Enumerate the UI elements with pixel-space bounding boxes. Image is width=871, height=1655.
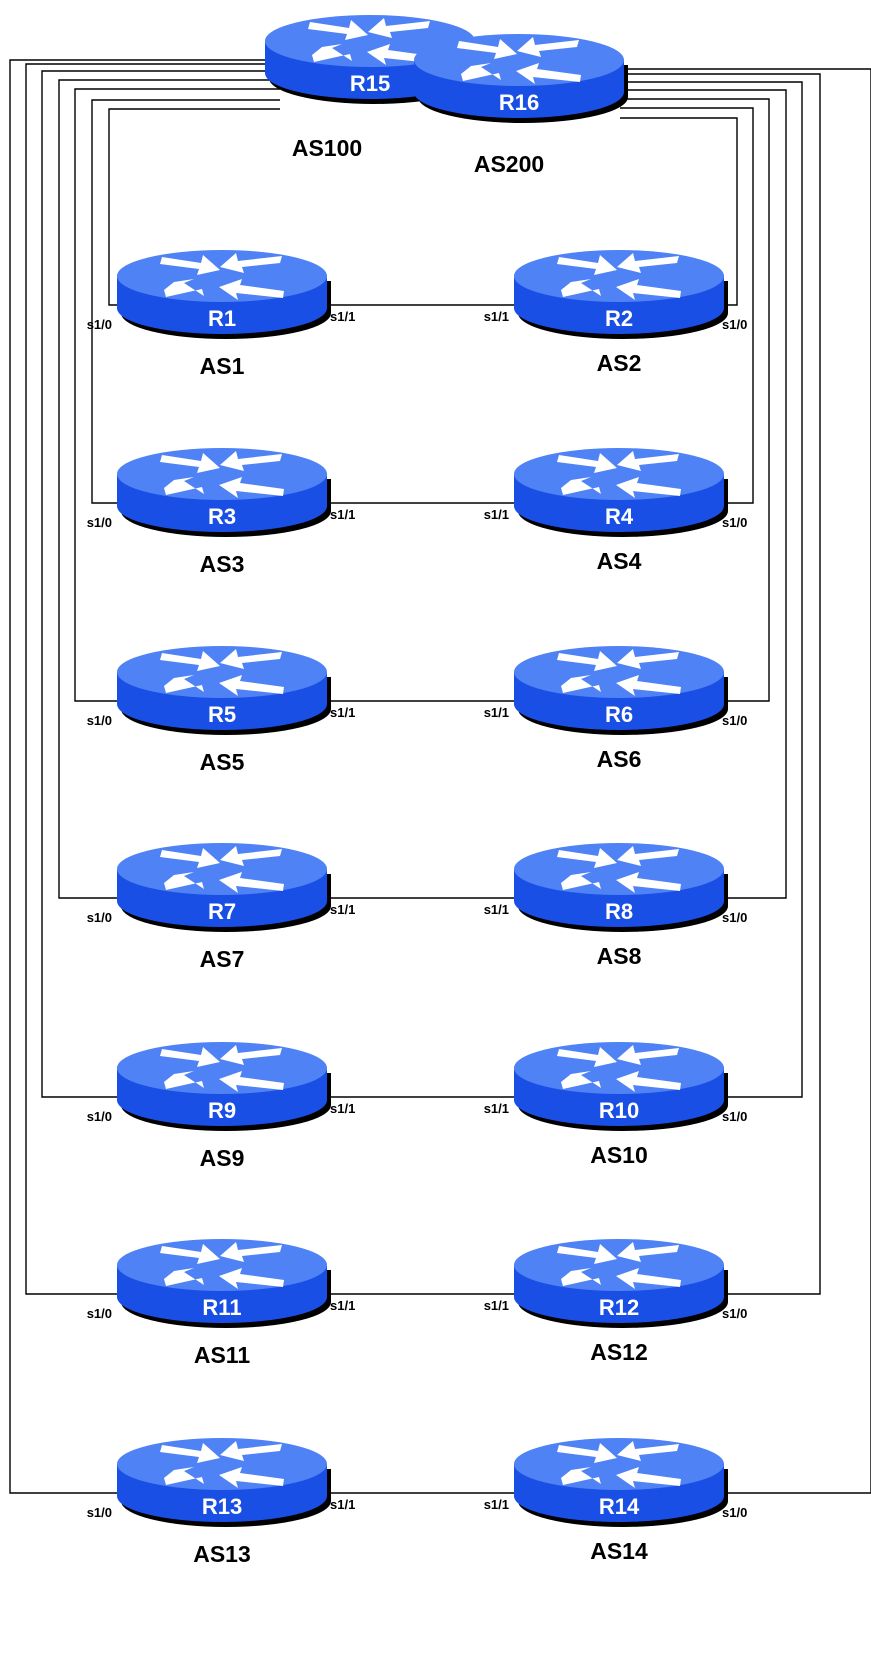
as-label-r1: AS1 [200,353,245,379]
interface-label: s1/0 [87,1306,112,1321]
router-r9[interactable]: R9 [117,1042,331,1131]
interface-label: s1/1 [484,1101,509,1116]
router-r14[interactable]: R14 [514,1438,728,1527]
interface-label: s1/1 [330,1298,355,1313]
interface-label: s1/0 [87,1109,112,1124]
router-name: R3 [208,504,236,529]
as-label-r13: AS13 [193,1541,251,1567]
router-name: R11 [202,1295,241,1320]
interface-label: s1/1 [484,507,509,522]
as-label-r15: AS100 [292,135,362,161]
interface-label: s1/1 [330,902,355,917]
router-name: R2 [605,306,633,331]
interface-label: s1/1 [484,705,509,720]
interface-label: s1/0 [87,317,112,332]
uplink-r1 [108,108,280,306]
router-r10[interactable]: R10 [514,1042,728,1131]
as-label-r11: AS11 [194,1342,250,1368]
interface-label: s1/0 [87,1505,112,1520]
interface-label: s1/0 [722,515,747,530]
interface-label: s1/0 [722,910,747,925]
router-r15[interactable]: R15 [265,15,479,104]
as-label-r12: AS12 [590,1339,648,1365]
uplink-r8 [620,89,787,899]
router-r5[interactable]: R5 [117,646,331,735]
interface-label: s1/1 [330,309,355,324]
as-label-r6: AS6 [597,746,642,772]
router-name: R13 [202,1494,242,1519]
interface-label: s1/1 [330,705,355,720]
interface-label: s1/1 [484,902,509,917]
router-r2[interactable]: R2 [514,250,728,339]
as-label-r14: AS14 [590,1538,648,1564]
as-label-r5: AS5 [200,749,245,775]
as-label-r4: AS4 [597,548,642,574]
router-r12[interactable]: R12 [514,1239,728,1328]
links-layer [9,59,871,1494]
uplink-r9 [41,70,280,1098]
interface-label: s1/0 [722,1109,747,1124]
router-name: R16 [499,90,539,115]
router-r4[interactable]: R4 [514,448,728,537]
as-label-r10: AS10 [590,1142,648,1168]
uplink-r11 [25,63,280,1295]
interface-label: s1/1 [330,1101,355,1116]
as-label-r16: AS200 [474,151,544,177]
interface-label: s1/1 [484,309,509,324]
uplink-r13 [9,59,280,1494]
uplink-r4 [620,107,754,504]
router-r11[interactable]: R11 [117,1239,331,1328]
router-r6[interactable]: R6 [514,646,728,735]
router-name: R4 [605,504,634,529]
router-name: R15 [350,71,390,96]
router-name: R14 [599,1494,640,1519]
router-name: R12 [599,1295,639,1320]
as-label-r7: AS7 [200,946,245,972]
uplink-r3 [91,99,280,504]
uplink-r14 [620,68,871,1494]
interface-label: s1/0 [87,515,112,530]
as-label-r3: AS3 [200,551,245,577]
router-name: R10 [599,1098,639,1123]
interface-label: s1/0 [722,713,747,728]
router-name: R6 [605,702,633,727]
interface-label: s1/1 [484,1497,509,1512]
router-r1[interactable]: R1 [117,250,331,339]
router-r16[interactable]: R16 [414,34,628,123]
interface-label: s1/1 [484,1298,509,1313]
uplink-r10 [620,81,803,1098]
uplink-r2 [620,117,738,306]
interface-label: s1/0 [722,317,747,332]
as-label-r2: AS2 [597,350,642,376]
router-name: R5 [208,702,236,727]
uplink-r7 [58,79,280,899]
uplink-r6 [620,98,770,702]
router-name: R7 [208,899,236,924]
router-r8[interactable]: R8 [514,843,728,932]
interface-label: s1/0 [722,1306,747,1321]
router-r13[interactable]: R13 [117,1438,331,1527]
interface-label: s1/0 [722,1505,747,1520]
uplink-r12 [620,73,821,1295]
interface-label: s1/1 [330,507,355,522]
router-r7[interactable]: R7 [117,843,331,932]
uplink-r5 [74,88,280,702]
as-label-r8: AS8 [597,943,642,969]
interface-label: s1/0 [87,910,112,925]
router-r3[interactable]: R3 [117,448,331,537]
router-name: R1 [208,306,236,331]
router-name: R8 [605,899,633,924]
router-name: R9 [208,1098,236,1123]
interface-label: s1/1 [330,1497,355,1512]
interface-label: s1/0 [87,713,112,728]
as-label-r9: AS9 [200,1145,245,1171]
